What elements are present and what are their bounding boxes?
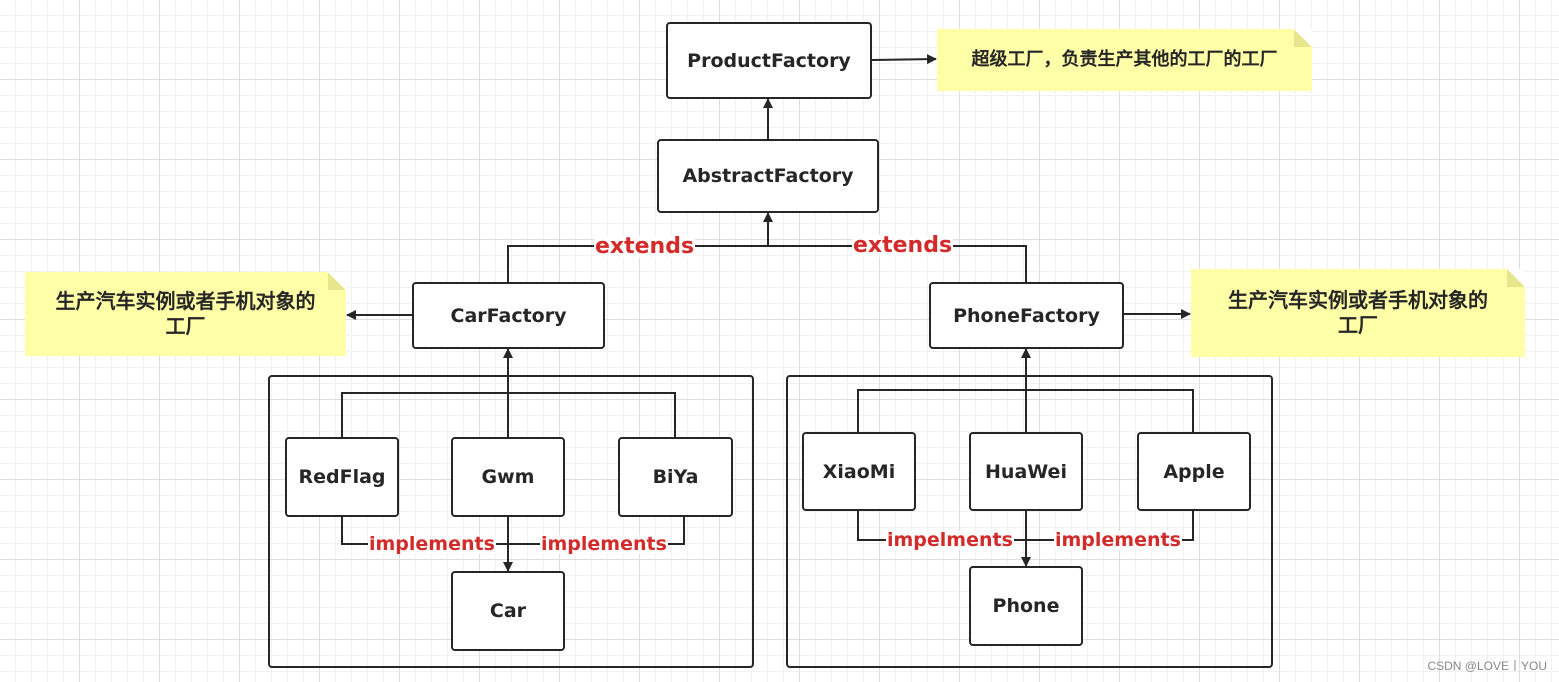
gwm-label: Gwm <box>481 466 535 488</box>
huawei-label: HuaWei <box>985 460 1067 483</box>
abstract-factory-node[interactable]: AbstractFactory <box>657 139 879 213</box>
biya-node[interactable]: BiYa <box>618 437 733 517</box>
phone-implements-left-label: impelments <box>886 529 1014 551</box>
xiaomi-node[interactable]: XiaoMi <box>802 432 916 511</box>
super-factory-note[interactable]: 超级工厂，负责生产其他的工厂的工厂 <box>937 29 1312 91</box>
extends-left-label: extends <box>594 234 696 259</box>
car-factory-node[interactable]: CarFactory <box>412 282 605 349</box>
edge-product-to-note <box>871 54 937 65</box>
super-factory-note-text: 超级工厂，负责生产其他的工厂的工厂 <box>971 48 1278 70</box>
gwm-node[interactable]: Gwm <box>451 437 565 517</box>
phone-factory-note[interactable]: 生产汽车实例或者手机对象的 工厂 <box>1191 269 1525 357</box>
phone-group-frame <box>786 375 1273 668</box>
phone-node[interactable]: Phone <box>969 566 1083 646</box>
huawei-node[interactable]: HuaWei <box>969 432 1083 511</box>
phone-implements-right-label: implements <box>1054 529 1182 551</box>
car-factory-label: CarFactory <box>450 304 567 327</box>
product-factory-label: ProductFactory <box>687 49 851 72</box>
apple-node[interactable]: Apple <box>1137 432 1251 511</box>
car-implements-left-label: implements <box>368 533 496 555</box>
phone-factory-label: PhoneFactory <box>953 304 1100 327</box>
car-group-frame <box>268 375 754 668</box>
phone-label: Phone <box>992 595 1060 617</box>
abstract-factory-label: AbstractFactory <box>682 165 854 187</box>
car-implements-right-label: implements <box>540 533 668 555</box>
product-factory-node[interactable]: ProductFactory <box>666 22 872 99</box>
watermark: CSDN @LOVE丨YOU <box>1427 659 1547 673</box>
xiaomi-label: XiaoMi <box>822 460 896 483</box>
car-node[interactable]: Car <box>451 571 565 651</box>
phone-factory-node[interactable]: PhoneFactory <box>929 282 1124 349</box>
redflag-node[interactable]: RedFlag <box>285 437 399 517</box>
biya-label: BiYa <box>652 466 699 488</box>
apple-label: Apple <box>1163 460 1225 483</box>
phone-factory-note-text: 生产汽车实例或者手机对象的 工厂 <box>1228 288 1488 337</box>
redflag-label: RedFlag <box>298 466 386 488</box>
car-factory-note-text: 生产汽车实例或者手机对象的 工厂 <box>55 289 316 338</box>
car-factory-note[interactable]: 生产汽车实例或者手机对象的 工厂 <box>25 272 346 356</box>
extends-right-label: extends <box>852 233 954 258</box>
car-label: Car <box>489 600 527 622</box>
